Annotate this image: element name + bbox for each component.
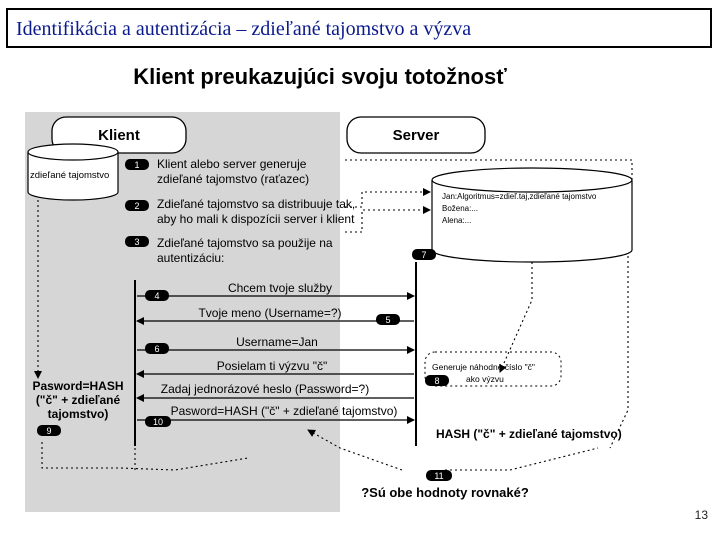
server-database (431, 167, 633, 263)
svg-text:3: 3 (134, 237, 139, 247)
msg10-label: Pasword=HASH ("č" + zdieľané tajomstvo) (171, 404, 398, 418)
svg-text:11: 11 (434, 471, 443, 481)
svg-text:8: 8 (434, 376, 439, 386)
server-db-line-3: Alena:... (442, 216, 471, 225)
svg-text:10: 10 (153, 417, 163, 427)
step-badge-8: 8 (425, 375, 449, 386)
step-badge-7: 7 (412, 249, 436, 260)
client-label: Klient (98, 127, 140, 144)
msg4-label: Chcem tvoje služby (228, 281, 332, 295)
server-box (346, 116, 486, 154)
compare-label: ?Sú obe hodnoty rovnaké? (361, 485, 529, 500)
step2-line-2: aby ho mali k dispozícii server i klient (157, 212, 355, 226)
step-badge-10: 10 (145, 416, 171, 427)
server-gen-line-2: ako výzvu (466, 374, 504, 384)
password-request-label: Zadaj jednorázové heslo (Password=?) (161, 382, 369, 396)
step-badge-6: 6 (145, 343, 169, 354)
dotted-flows (34, 159, 633, 471)
step2-line-1: Zdieľané tajomstvo sa distribuuje tak, (157, 197, 355, 211)
step-badge-5: 5 (376, 314, 400, 325)
page-number: 13 (694, 508, 708, 522)
step-badge-11: 11 (426, 470, 452, 481)
svg-text:1: 1 (134, 160, 139, 170)
step-badge-4: 4 (145, 290, 169, 301)
client-secret-store (27, 143, 119, 201)
step-badge-1: 1 (125, 159, 149, 170)
step-badge-9: 9 (37, 425, 61, 436)
step3-line-1: Zdieľané tajomstvo sa použije na (157, 236, 333, 250)
step-badge-3: 3 (125, 236, 149, 247)
msg6-label: Username=Jan (236, 335, 318, 349)
step3-line-2: autentizáciu: (157, 251, 224, 265)
message-arrows (136, 292, 415, 424)
server-db-line-2: Božena:... (442, 204, 478, 213)
challenge-label: Posielam ti výzvu "č" (217, 359, 328, 373)
svg-text:4: 4 (154, 291, 159, 301)
client-hash-line-2: ("č" + zdieľané (36, 393, 121, 407)
step1-line-1: Klient alebo server generuje (157, 157, 307, 171)
client-hash-line-1: Pasword=HASH (32, 379, 123, 393)
step1-line-2: zdieľané tajomstvo (raťazec) (157, 172, 309, 186)
title-box: Identifikácia a autentizácia – zdieľané … (6, 8, 712, 48)
msg5-label: Tvoje meno (Username=?) (198, 306, 341, 320)
svg-text:7: 7 (421, 250, 426, 260)
server-gen-line-1: Generuje náhodné číslo "č" (432, 362, 535, 372)
slide-title: Identifikácia a autentizácia – zdieľané … (16, 18, 472, 40)
diagram-heading: Klient preukazujúci svoju totožnosť (133, 64, 507, 89)
client-secret-label: zdieľané tajomstvo (30, 170, 109, 181)
step-badge-2: 2 (125, 200, 149, 211)
server-db-line-1: Jan:Algoritmus=zdieľ.taj,zdieľané tajoms… (442, 192, 597, 201)
svg-text:9: 9 (46, 426, 51, 436)
svg-text:6: 6 (154, 344, 159, 354)
svg-text:5: 5 (385, 315, 390, 325)
svg-text:2: 2 (134, 201, 139, 211)
server-label: Server (393, 127, 440, 144)
client-hash-line-3: tajomstvo) (48, 407, 109, 421)
server-hash-label: HASH ("č" + zdieľané tajomstvo) (436, 427, 622, 441)
